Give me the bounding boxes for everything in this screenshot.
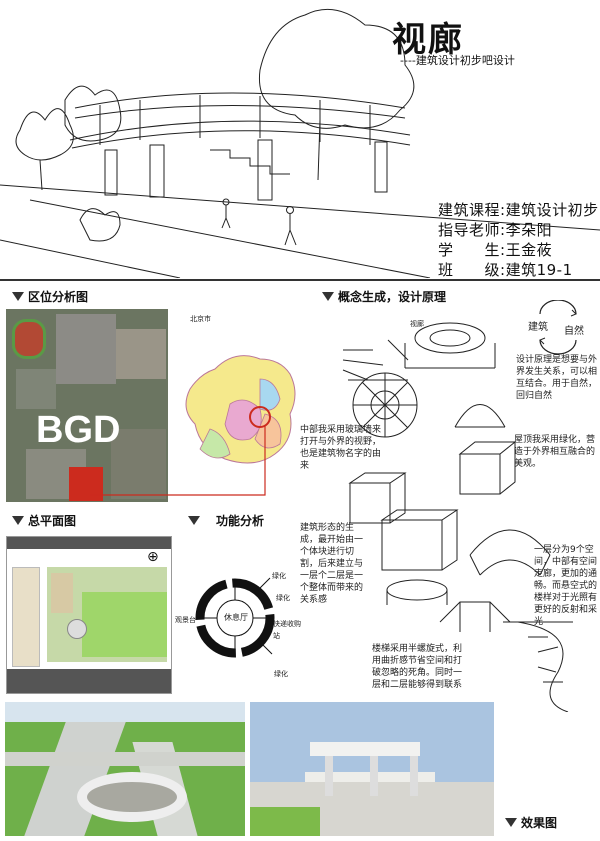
massing-sketch xyxy=(380,509,459,605)
roof-ring-sketch xyxy=(404,322,496,369)
info-row-teacher: 指导老师:李朵阳 xyxy=(438,221,553,239)
poster-title: 视廊 xyxy=(392,20,464,60)
principle-text: 设计原理是想要与外界发生关系，可以相互结合。用于自然，回归自然 xyxy=(516,355,598,401)
function-label-1: 绿化 xyxy=(276,594,290,602)
running-track xyxy=(12,319,46,359)
info-row-class: 班 级:建筑19-1 xyxy=(438,261,573,279)
city-label: 北京市 xyxy=(190,315,211,323)
triangle-icon xyxy=(188,516,200,525)
roof-text: 屋顶我采用绿化，营造于外界相互融合的美观。 xyxy=(514,435,596,469)
cube-sketch-1 xyxy=(458,441,517,495)
site-leader-line xyxy=(90,425,266,496)
triangle-icon xyxy=(12,292,24,301)
function-ring-icon xyxy=(195,577,275,658)
render-perspective xyxy=(250,702,494,836)
sketch-label-view: 视廊 xyxy=(410,320,424,328)
bgd-label: BGD xyxy=(36,409,121,451)
circular-plan-sketch xyxy=(352,372,418,438)
cycle-label-nature: 自然 xyxy=(564,326,584,337)
form-text: 建筑形态的生成，最开始由一个体块进行切割，后来建立与一层个二层是一个整体而带来的… xyxy=(300,523,364,605)
beijing-outline xyxy=(185,355,296,464)
function-diagram: 休息厅 绿化 绿化 快递收购站 绿化 观景台 xyxy=(175,540,305,685)
siteplan-header: 总平面图 xyxy=(12,512,76,529)
concept-arrow-sketch xyxy=(342,339,409,381)
cycle-diagram: 建筑 自然 xyxy=(520,300,596,356)
function-label-2: 快递收购站 xyxy=(273,620,301,640)
course-info: 建筑课程:建筑设计初步 指导老师:李朵阳 学 生:王金莜 班 级:建筑19-1 xyxy=(438,200,600,280)
glass-wall-text: 中部我采用玻璃墙来打开与外界的视野，也是建筑物名字的由来 xyxy=(300,425,382,471)
cycle-arrows-icon xyxy=(539,300,577,355)
info-row-student: 学 生:王金莜 xyxy=(438,241,553,259)
function-label-0: 绿化 xyxy=(272,572,286,580)
section-divider xyxy=(0,279,600,281)
render-building xyxy=(310,742,420,756)
function-center-label: 休息厅 xyxy=(224,613,248,622)
building-perspective-sketch xyxy=(0,8,600,279)
render-building-ring xyxy=(77,772,187,822)
poster-subtitle: ----建筑设计初步吧设计 xyxy=(400,54,515,67)
building-footprint xyxy=(67,619,87,639)
north-arrow-icon: ⊕ xyxy=(147,549,159,565)
render-aerial xyxy=(5,702,245,836)
triangle-icon xyxy=(322,292,334,301)
location-header: 区位分析图 xyxy=(12,288,88,305)
aerial-map: BGD xyxy=(6,309,168,502)
info-row-course: 建筑课程:建筑设计初步 xyxy=(438,201,599,219)
triangle-icon xyxy=(505,818,517,827)
arch-sketch xyxy=(454,404,506,428)
beijing-district-map: 北京市 xyxy=(170,309,310,499)
stair-sketch xyxy=(439,601,511,632)
function-label-3: 绿化 xyxy=(274,670,288,678)
concept-header: 概念生成，设计原理 xyxy=(322,288,446,305)
site-plan: ⊕ xyxy=(6,536,172,694)
cycle-label-architecture: 建筑 xyxy=(528,322,548,333)
render-header: 效果图 xyxy=(505,814,557,831)
stair-text: 楼梯采用半螺旋式，利用曲折感节省空间和打破忽略的死角。同时一层和二层能够得到联系 xyxy=(372,644,463,690)
hero-sketch xyxy=(0,0,600,279)
function-header: 功能分析 xyxy=(188,512,264,529)
floor-arc-sketch xyxy=(469,529,551,576)
spiral-stair-sketch xyxy=(503,621,573,712)
triangle-icon xyxy=(12,516,24,525)
function-left-label: 观景台 xyxy=(175,616,196,624)
